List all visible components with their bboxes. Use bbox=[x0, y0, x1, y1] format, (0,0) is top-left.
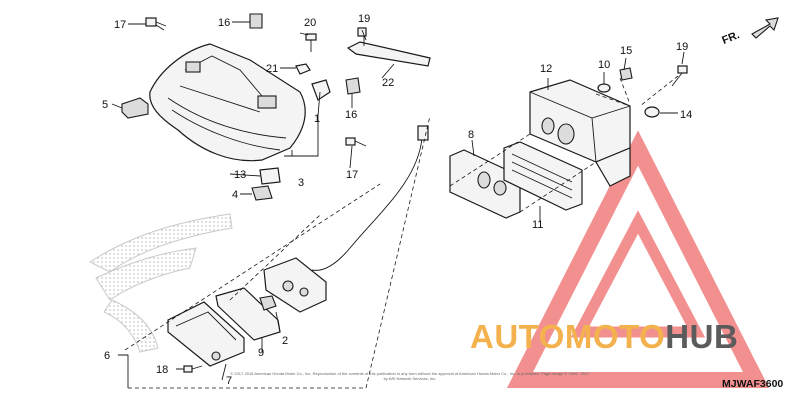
callout-5[interactable]: 5 bbox=[102, 99, 108, 111]
callout-4[interactable]: 4 bbox=[232, 189, 238, 201]
part-10-collar bbox=[597, 83, 611, 93]
callout-15[interactable]: 15 bbox=[620, 45, 632, 57]
part-21-nut bbox=[295, 63, 311, 75]
callout-13[interactable]: 13 bbox=[234, 169, 246, 181]
callout-18[interactable]: 18 bbox=[156, 364, 168, 376]
callout-3[interactable]: 3 bbox=[298, 177, 304, 189]
part-13-grommet bbox=[259, 167, 281, 185]
callout-21[interactable]: 21 bbox=[266, 63, 278, 75]
watermark-text-part-a: AUTOMOTO bbox=[470, 318, 666, 355]
part-14-collar bbox=[644, 106, 660, 118]
part-4-nut bbox=[251, 185, 273, 201]
watermark-text-part-b: HUB bbox=[665, 318, 739, 355]
callout-16-top[interactable]: 16 bbox=[218, 17, 230, 29]
part-12-reflector-housing bbox=[529, 79, 631, 187]
part-15-nut bbox=[619, 67, 633, 81]
callout-20[interactable]: 20 bbox=[304, 17, 316, 29]
part-5-block bbox=[121, 97, 149, 119]
watermark-logo-text: AUTOMOTOHUB bbox=[470, 318, 738, 356]
callout-22[interactable]: 22 bbox=[382, 77, 394, 89]
part-17-bolt-top bbox=[145, 17, 167, 31]
wire-connector bbox=[417, 125, 429, 141]
callout-17-mid[interactable]: 17 bbox=[346, 169, 358, 181]
part-11-reflector bbox=[503, 141, 583, 211]
callout-8[interactable]: 8 bbox=[468, 129, 474, 141]
fender-outline-dotted bbox=[88, 213, 233, 353]
callout-12[interactable]: 12 bbox=[540, 63, 552, 75]
part-20-screw bbox=[305, 33, 317, 52]
callout-6[interactable]: 6 bbox=[104, 350, 110, 362]
part-1-hook bbox=[311, 79, 331, 101]
front-direction-arrow bbox=[751, 17, 779, 39]
part-19-bolt-right bbox=[671, 65, 688, 87]
rear-housing bbox=[149, 43, 306, 162]
part-17-bolt-mid bbox=[345, 137, 367, 147]
part-18-screw bbox=[183, 365, 203, 373]
part-16-clip-top bbox=[249, 13, 263, 29]
copyright-notice: © 2017-2018 American Honda Motor Co., In… bbox=[230, 371, 590, 381]
callout-19-right[interactable]: 19 bbox=[676, 41, 688, 53]
callout-1[interactable]: 1 bbox=[314, 113, 320, 125]
watermark-triangle bbox=[506, 130, 770, 388]
callout-17-top[interactable]: 17 bbox=[114, 19, 126, 31]
callout-14[interactable]: 14 bbox=[680, 109, 692, 121]
callout-9[interactable]: 9 bbox=[258, 347, 264, 359]
wire-harness bbox=[311, 137, 423, 271]
callout-11[interactable]: 11 bbox=[532, 219, 543, 231]
callout-16-mid[interactable]: 16 bbox=[345, 109, 357, 121]
license-light-lens bbox=[167, 301, 245, 367]
part-22-bracket bbox=[346, 27, 431, 67]
callout-10[interactable]: 10 bbox=[598, 59, 610, 71]
part-2-bulb bbox=[259, 295, 277, 311]
callout-19-mid[interactable]: 19 bbox=[358, 13, 370, 25]
diagram-code: MJWAF3600 bbox=[722, 378, 784, 390]
callout-7[interactable]: 7 bbox=[226, 375, 232, 387]
part-16-clip-mid bbox=[345, 77, 361, 95]
callout-2[interactable]: 2 bbox=[282, 335, 288, 347]
license-light-socket bbox=[263, 257, 327, 313]
